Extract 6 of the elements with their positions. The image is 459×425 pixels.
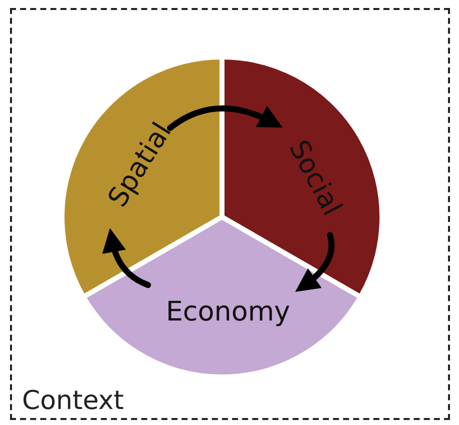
context-frame [10,8,450,420]
frame-label: Context [22,387,124,416]
curved-arrow [102,228,151,288]
curved-arrow [167,105,283,131]
sector-label: Economy [166,298,290,326]
curved-arrow [295,232,335,292]
